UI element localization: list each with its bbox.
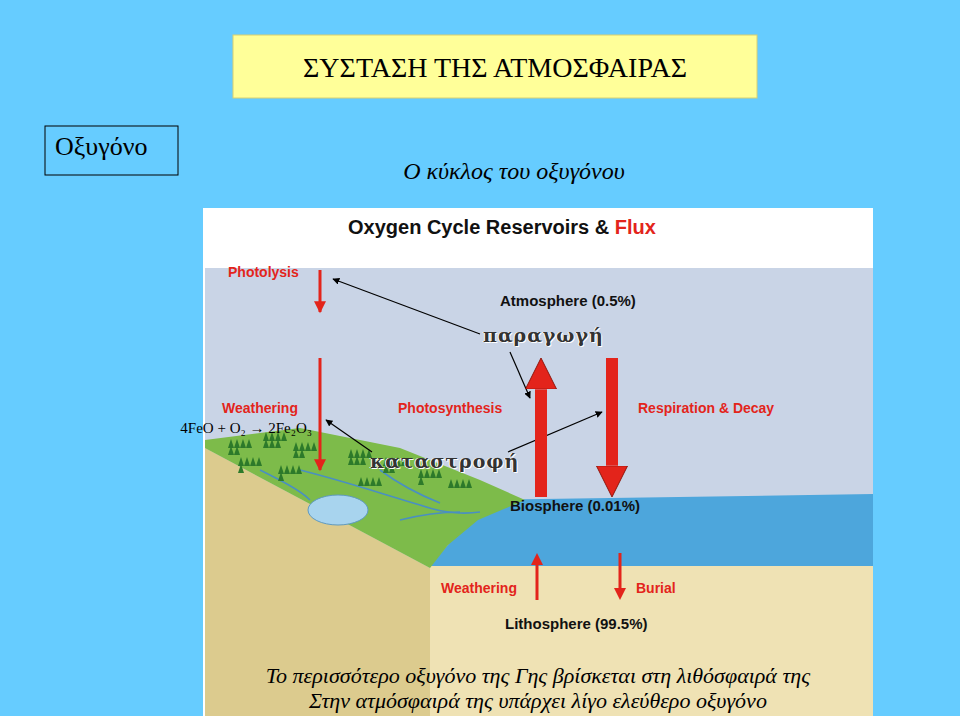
lake (308, 495, 368, 525)
tree (246, 439, 252, 448)
tree (263, 439, 269, 448)
reservoir-label: Lithosphere (99.5%) (505, 615, 648, 632)
photolysis-arrow (319, 270, 322, 312)
reservoir-label: Biosphere (0.01%) (510, 497, 640, 514)
leader-line (333, 279, 480, 334)
title-box (233, 35, 757, 98)
flux-arrow (619, 553, 622, 588)
tree (228, 446, 234, 455)
reservoir-band: Lithosphere (99.5%) (505, 600, 648, 632)
flux-arrow (606, 358, 618, 466)
tree (244, 457, 250, 466)
tree (296, 465, 302, 474)
tree (290, 465, 296, 474)
tree (269, 439, 275, 448)
subtitle: Ο κύκλος του οξυγόνου (300, 158, 728, 185)
tree (234, 446, 240, 455)
tree (360, 456, 366, 465)
tree (348, 456, 354, 465)
reservoir-label: Atmosphere (0.5%) (500, 292, 636, 309)
tree (448, 479, 454, 488)
tree (293, 449, 299, 458)
flux-arrow (536, 565, 539, 600)
flux-arrow (535, 389, 547, 497)
flux-label: Photolysis (228, 264, 299, 280)
weathering-arrow (319, 358, 322, 470)
tree (240, 439, 246, 448)
callout-label: παραγωγή (483, 324, 604, 346)
tree (364, 477, 370, 486)
flux-label: Photosynthesis (398, 400, 502, 416)
flux-label: Respiration & Decay (638, 400, 774, 416)
figure-panel (203, 208, 873, 716)
tree (284, 465, 290, 474)
figure-heading: Oxygen Cycle Reservoirs & Flux (348, 216, 656, 239)
tree (358, 477, 364, 486)
slide-title: ΣΥΣΤΑΣΗ ΤΗΣ ΑΤΜΟΣΦΑΙΡΑΣ (233, 52, 757, 84)
topic-box: Οξυγόνο (45, 126, 158, 175)
tree (466, 479, 472, 488)
tree (299, 449, 305, 458)
flux-label: Burial (636, 580, 676, 596)
callout-label: καταστροφή (370, 450, 519, 472)
river (260, 470, 480, 520)
topic-box (45, 126, 178, 175)
tree (454, 479, 460, 488)
reservoir-band: Biosphere (0.01%) (510, 497, 640, 553)
tree (250, 457, 256, 466)
tree (238, 464, 244, 473)
flux-label: Weathering (441, 580, 517, 596)
formula: 4FeO + O₂ → 2Fe₂O₃ (180, 420, 312, 437)
tree (256, 457, 262, 466)
tree (354, 456, 360, 465)
tree (418, 476, 424, 485)
tree (278, 472, 284, 481)
tree (460, 479, 466, 488)
tree (370, 477, 376, 486)
leader-line (326, 420, 372, 452)
reservoir-band: Atmosphere (0.5%) (500, 292, 636, 358)
figure-panel: Oxygen Cycle Reservoirs & FluxAtmosphere… (203, 208, 873, 710)
tree (305, 442, 311, 451)
leader-line (510, 352, 530, 398)
flux-label: Weathering (222, 400, 298, 416)
caption: Το περισσότερο οξυγόνο της Γης βρίσκεται… (203, 663, 873, 689)
tree (275, 439, 281, 448)
caption-line: Στην ατμόσφαιρά της υπάρχει λίγο ελεύθερ… (203, 688, 873, 714)
land-surface (205, 428, 525, 568)
tree (311, 442, 317, 451)
leader-line (508, 412, 602, 452)
tree (376, 477, 382, 486)
topic-label: Οξυγόνο (55, 132, 148, 162)
